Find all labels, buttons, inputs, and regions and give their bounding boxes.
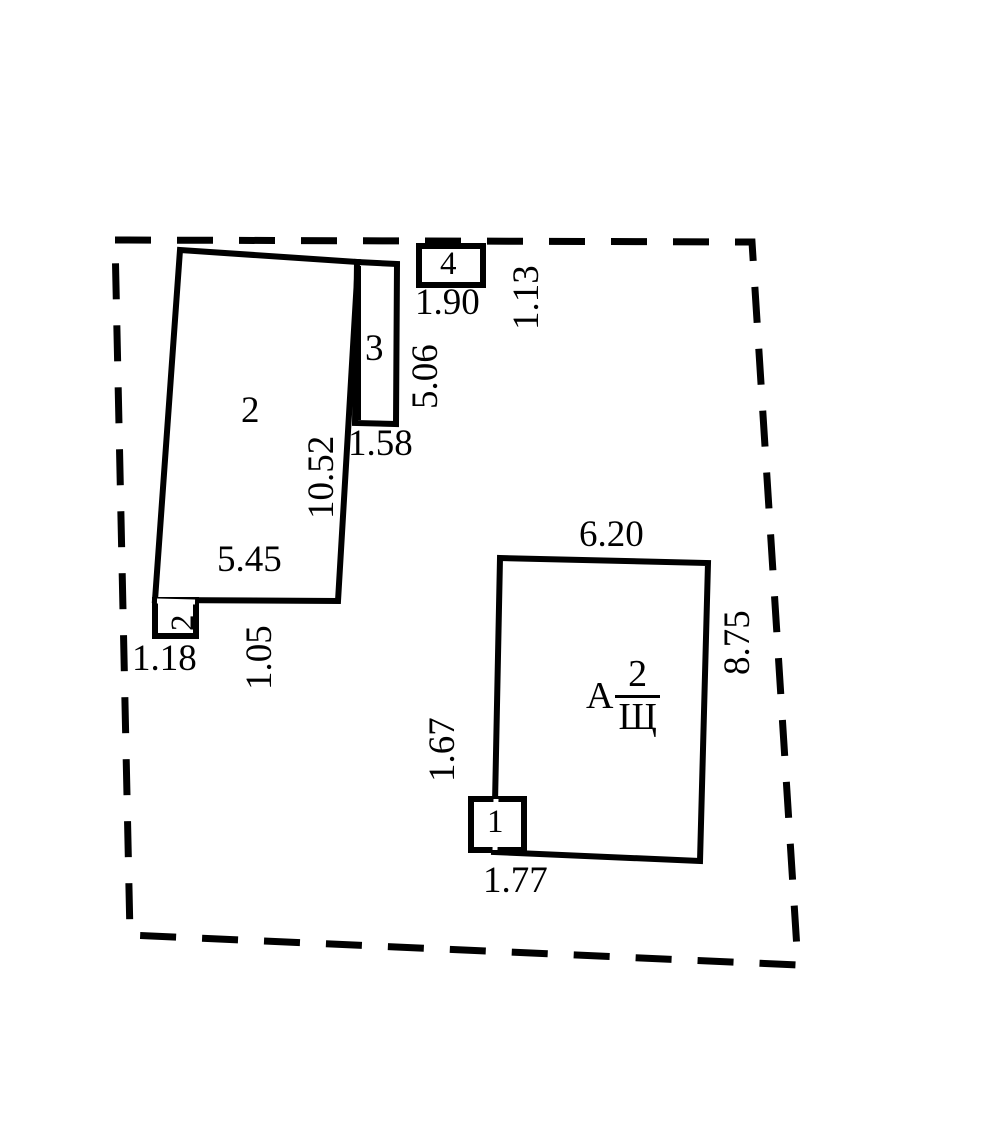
building-2-bottom-edge-overlap bbox=[156, 598, 196, 605]
dimension-1-13: 1.13 bbox=[506, 265, 547, 330]
dimension-10-52: 10.52 bbox=[301, 435, 342, 519]
building-a-letter: А bbox=[586, 675, 614, 718]
dimension-1-77: 1.77 bbox=[483, 860, 548, 901]
dimension-1-05: 1.05 bbox=[239, 625, 280, 690]
dimension-1-58: 1.58 bbox=[348, 423, 413, 464]
building-a-floors: 2 bbox=[628, 653, 648, 695]
dimension-5-06: 5.06 bbox=[405, 344, 446, 409]
dimension-1-90: 1.90 bbox=[415, 282, 480, 323]
annex-1-label: 1 bbox=[487, 804, 504, 840]
building-2-label: 2 bbox=[241, 390, 260, 431]
annex-2-label: 2 bbox=[165, 614, 201, 632]
building-a-left-edge-overlap bbox=[492, 798, 499, 851]
dimension-6-20: 6.20 bbox=[579, 514, 644, 555]
annex-box-4 bbox=[416, 243, 486, 288]
building-a-material: Щ bbox=[615, 694, 660, 738]
dimension-1-18: 1.18 bbox=[132, 638, 197, 679]
building-a-fraction: 2 Щ bbox=[615, 653, 660, 738]
building-3-label: 3 bbox=[365, 328, 384, 369]
dimension-1-67: 1.67 bbox=[422, 717, 463, 782]
dimension-8-75: 8.75 bbox=[717, 610, 758, 675]
building-2-outline bbox=[151, 246, 362, 605]
dimension-5-45: 5.45 bbox=[217, 539, 282, 580]
building-a-label: А 2 Щ bbox=[586, 653, 660, 738]
building-a-outline bbox=[490, 554, 712, 865]
parcel-boundary-dashed bbox=[111, 236, 802, 969]
annex-4-label: 4 bbox=[440, 246, 457, 282]
